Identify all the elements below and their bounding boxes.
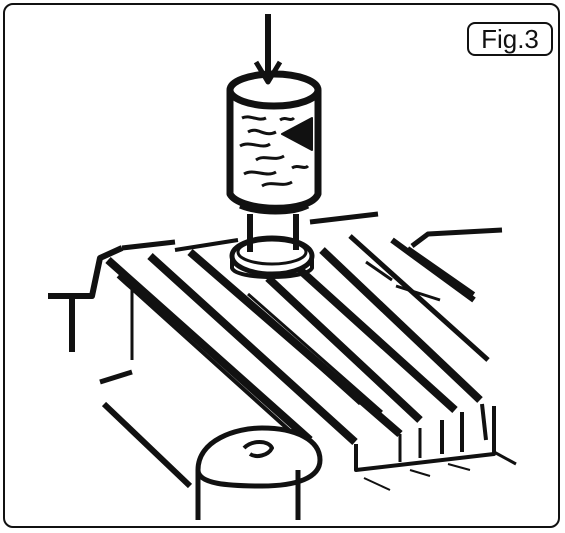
plank-back-edge	[121, 211, 503, 252]
plank-front-end	[354, 403, 517, 491]
spindle-arrow	[253, 14, 283, 85]
plank-left-edge	[48, 245, 193, 489]
base-washer	[229, 235, 315, 279]
plank-boards	[105, 234, 490, 460]
support-post	[195, 425, 323, 520]
canister-body	[226, 70, 322, 212]
figure-label: Fig.3	[467, 22, 553, 56]
